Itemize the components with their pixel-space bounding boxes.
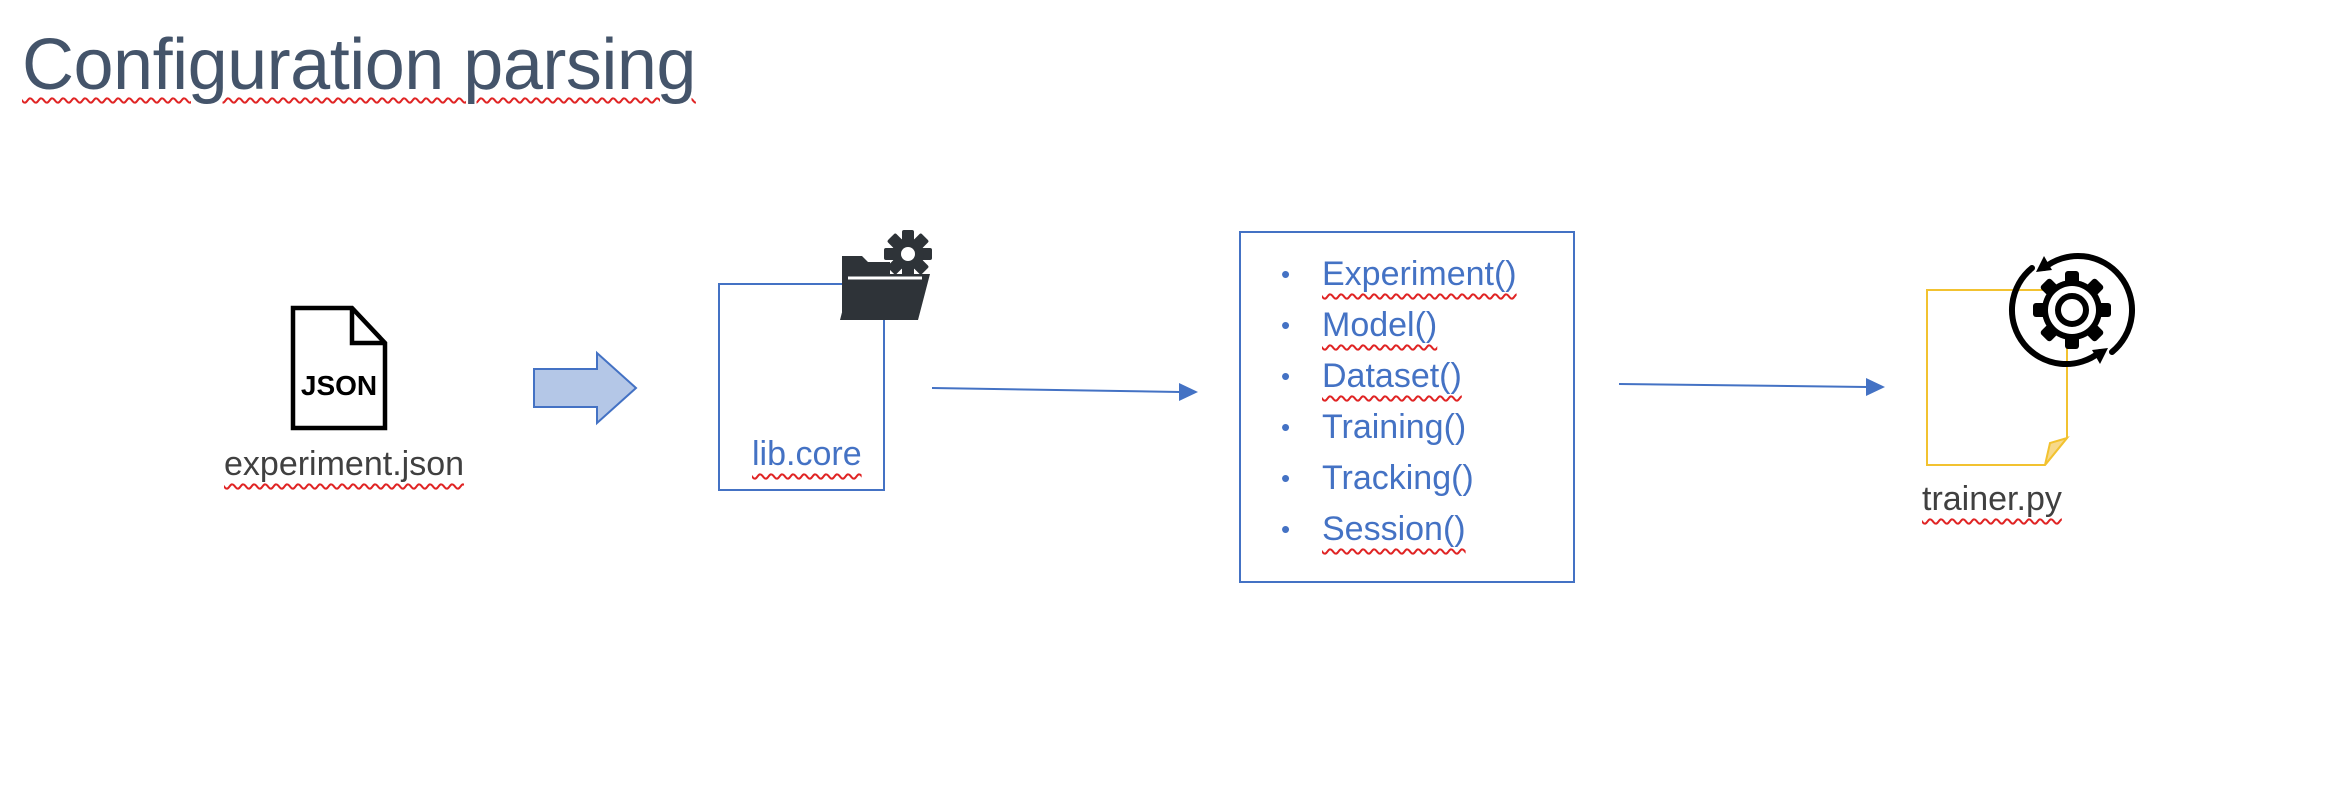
list-item-training: •Training() — [1281, 408, 1467, 446]
experiment-json-label: experiment.json — [224, 445, 465, 483]
class-list-box: •Experiment() •Model() •Dataset() •Train… — [1239, 231, 1575, 583]
json-icon-text: JSON — [301, 370, 377, 401]
list-item-experiment: •Experiment() — [1281, 255, 1517, 293]
folder-settings-icon — [840, 230, 932, 320]
gear-icon — [884, 230, 932, 278]
lib-core-label: lib.core — [752, 435, 862, 473]
list-item-session: •Session() — [1281, 510, 1466, 548]
list-item-dataset: •Dataset() — [1281, 357, 1462, 395]
trainer-py-label: trainer.py — [1922, 480, 2062, 518]
block-arrow — [533, 350, 638, 426]
list-item-tracking: •Tracking() — [1281, 459, 1474, 497]
slide-title: Configuration parsing — [22, 25, 696, 105]
class-list: •Experiment() •Model() •Dataset() •Train… — [1281, 249, 1517, 555]
gear-icon — [2033, 271, 2111, 349]
connector-arrow-2 — [1618, 378, 1885, 396]
json-file-icon: JSON — [290, 305, 388, 431]
lib-core-box — [718, 283, 885, 491]
connector-arrow-1 — [931, 383, 1198, 401]
gear-refresh-icon — [2008, 252, 2136, 368]
list-item-model: •Model() — [1281, 306, 1438, 344]
